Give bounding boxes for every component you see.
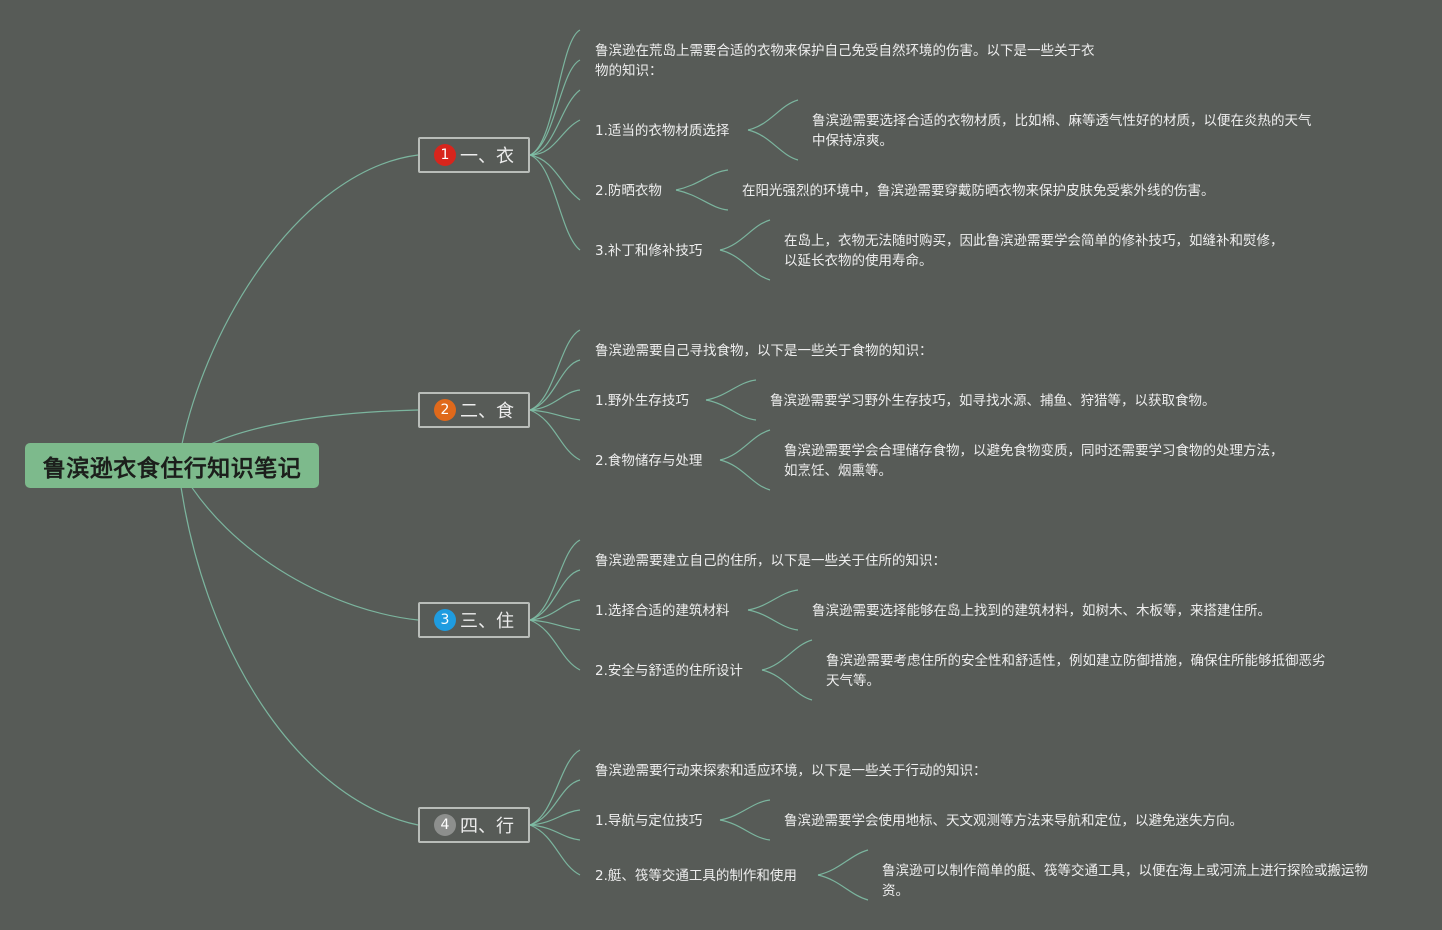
topic-node[interactable]: 2.安全与舒适的住所设计 — [595, 663, 743, 679]
link-i42-desc-a — [817, 849, 869, 876]
number-badge: 2 — [434, 399, 456, 421]
link-b2-item1b — [529, 409, 581, 421]
link-i31-desc-b — [747, 609, 799, 631]
branch-intro[interactable]: 鲁滨逊需要自己寻找食物，以下是一些关于食物的知识： — [595, 343, 933, 359]
link-i41-desc-a — [719, 799, 771, 821]
link-b2-intro-2 — [529, 359, 581, 411]
link-i32-desc-a — [761, 639, 813, 671]
root-title: 鲁滨逊衣食住行知识笔记 — [42, 455, 302, 482]
link-i11-desc-a — [747, 99, 799, 131]
topic-node[interactable]: 2.食物储存与处理 — [595, 453, 703, 469]
topic-description[interactable]: 鲁滨逊需要学习野外生存技巧，如寻找水源、捕鱼、狩猎等，以获取食物。 — [770, 393, 1216, 409]
link-b1-item1 — [529, 89, 581, 156]
branch-label: 一、衣 — [460, 146, 514, 167]
link-b4-item1b — [529, 824, 581, 841]
link-b3-intro-2 — [529, 569, 581, 621]
link-i32-desc-b — [761, 669, 813, 701]
link-b1-item1b — [529, 119, 581, 156]
branch-intro[interactable]: 鲁滨逊需要行动来探索和适应环境，以下是一些关于行动的知识： — [595, 763, 987, 779]
link-b3-item1 — [529, 599, 581, 621]
link-b3-intro — [529, 539, 581, 621]
link-i21-desc-b — [705, 399, 757, 421]
topic-node[interactable]: 1.选择合适的建筑材料 — [595, 603, 730, 619]
link-b1-item2 — [529, 154, 581, 201]
link-b3-item1b — [529, 619, 581, 631]
topic-description[interactable]: 鲁滨逊需要学会使用地标、天文观测等方法来导航和定位，以避免迷失方向。 — [784, 813, 1243, 829]
topic-node[interactable]: 1.野外生存技巧 — [595, 393, 689, 409]
link-i11-desc-b — [747, 129, 799, 161]
topic-description[interactable]: 鲁滨逊需要考虑住所的安全性和舒适性，例如建立防御措施，确保住所能够抵御恶劣天气等… — [826, 653, 1326, 689]
branch-label: 二、食 — [460, 401, 514, 422]
topic-description[interactable]: 鲁滨逊可以制作简单的艇、筏等交通工具，以便在海上或河流上进行探险或搬运物资。 — [882, 863, 1368, 899]
branch-label: 四、行 — [460, 816, 514, 837]
link-i13-desc-b — [719, 249, 771, 281]
number-badge: 1 — [434, 144, 456, 166]
branch-intro[interactable]: 鲁滨逊在荒岛上需要合适的衣物来保护自己免受自然环境的伤害。以下是一些关于衣物的知… — [595, 43, 1095, 79]
link-b4-intro — [529, 749, 581, 826]
topic-node[interactable]: 3.补丁和修补技巧 — [595, 243, 703, 259]
branch-label: 三、住 — [460, 611, 514, 632]
number-badge: 3 — [434, 609, 456, 631]
topic-node[interactable]: 2.防晒衣物 — [595, 183, 662, 199]
link-b1-intro-2 — [529, 59, 581, 156]
link-b1-intro — [529, 29, 581, 156]
topic-description[interactable]: 在岛上，衣物无法随时购买，因此鲁滨逊需要学会简单的修补技巧，如缝补和熨修，以延长… — [784, 233, 1284, 269]
link-i13-desc-a — [719, 219, 771, 251]
topic-description[interactable]: 鲁滨逊需要选择能够在岛上找到的建筑材料，如树木、木板等，来搭建住所。 — [812, 603, 1271, 619]
link-b3-item2 — [529, 619, 581, 671]
link-i22-desc-a — [719, 429, 771, 461]
topic-description[interactable]: 鲁滨逊需要学会合理储存食物，以避免食物变质，同时还需要学习食物的处理方法，如烹饪… — [784, 443, 1284, 479]
link-i12-desc-b — [675, 189, 729, 211]
topic-description[interactable]: 在阳光强烈的环境中，鲁滨逊需要穿戴防晒衣物来保护皮肤免受紫外线的伤害。 — [742, 183, 1215, 199]
link-i21-desc-a — [705, 379, 757, 401]
link-b2-item1 — [529, 389, 581, 411]
link-root-branch-4 — [177, 464, 419, 826]
link-b2-item2 — [529, 409, 581, 461]
branch-node-housing[interactable]: 3 三、住 — [418, 602, 530, 638]
link-i22-desc-b — [719, 459, 771, 491]
link-root-branch-3 — [177, 464, 419, 621]
link-i42-desc-b — [817, 874, 869, 901]
root-node[interactable]: 鲁滨逊衣食住行知识笔记 — [25, 443, 319, 488]
link-b4-item1 — [529, 809, 581, 826]
link-i12-desc-a — [675, 169, 729, 191]
topic-node[interactable]: 1.导航与定位技巧 — [595, 813, 703, 829]
number-badge: 4 — [434, 814, 456, 836]
link-b2-intro — [529, 329, 581, 411]
branch-node-food[interactable]: 2 二、食 — [418, 392, 530, 428]
link-root-branch-1 — [177, 154, 419, 466]
link-i41-desc-b — [719, 819, 771, 841]
branch-node-clothing[interactable]: 1 一、衣 — [418, 137, 530, 173]
branch-intro[interactable]: 鲁滨逊需要建立自己的住所，以下是一些关于住所的知识： — [595, 553, 946, 569]
link-i31-desc-a — [747, 589, 799, 611]
link-b1-item3 — [529, 154, 581, 251]
branch-node-travel[interactable]: 4 四、行 — [418, 807, 530, 843]
link-b4-intro-2 — [529, 779, 581, 826]
topic-description[interactable]: 鲁滨逊需要选择合适的衣物材质，比如棉、麻等透气性好的材质，以便在炎热的天气中保持… — [812, 113, 1312, 149]
link-b4-item2 — [529, 824, 581, 876]
topic-node[interactable]: 1.适当的衣物材质选择 — [595, 123, 730, 139]
topic-node[interactable]: 2.艇、筏等交通工具的制作和使用 — [595, 868, 797, 884]
